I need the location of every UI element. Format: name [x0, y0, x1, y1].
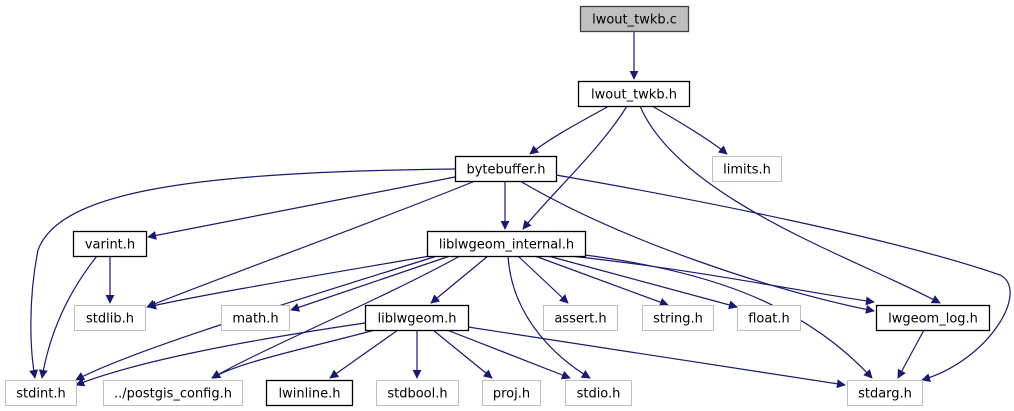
- node-box: [543, 305, 618, 331]
- edge-liblwgeom-internal-h-to-float-h: [547, 255, 738, 310]
- edge-liblwgeom-internal-h-to-string-h: [534, 255, 669, 307]
- edge-liblwgeom-internal-h-to-stdio-h: [507, 255, 591, 379]
- edge-liblwgeom-h-to-postgis-config-h: [211, 329, 376, 379]
- node-label: limits.h: [723, 163, 771, 178]
- edge-varint-h-to-stdint-h: [38, 255, 98, 379]
- node-box: [5, 380, 77, 406]
- node-stdlib-h: stdlib.h: [74, 305, 146, 331]
- node-box: [712, 156, 782, 182]
- node-lwout-twkb-c[interactable]: lwout_twkb.c: [579, 5, 690, 33]
- edge-lwout-twkb-h-to-limits-h: [651, 105, 728, 155]
- edges-layer: [29, 31, 1011, 389]
- node-label: varint.h: [85, 238, 135, 253]
- node-label: stdint.h: [16, 387, 65, 402]
- node-string-h: string.h: [642, 305, 714, 331]
- node-label: lwinline.h: [279, 387, 341, 402]
- node-float-h: float.h: [737, 305, 801, 331]
- node-label: ../postgis_config.h: [114, 387, 232, 402]
- edge-lwout-twkb-h-to-bytebuffer-h: [529, 105, 610, 155]
- node-box: [74, 305, 146, 331]
- edge-liblwgeom-internal-h-to-lwgeom-log-h: [569, 255, 875, 306]
- node-box: [426, 230, 587, 258]
- node-proj-h: proj.h: [482, 380, 541, 406]
- edge-liblwgeom-internal-h-to-stdlib-h: [147, 255, 431, 310]
- node-postgis-config-h: ../postgis_config.h: [103, 380, 243, 406]
- nodes-layer: lwout_twkb.c lwout_twkb.h bytebuffer.h limi…: [5, 5, 991, 407]
- node-label: liblwgeom.h: [378, 312, 457, 327]
- node-label: string.h: [653, 312, 703, 327]
- node-label: assert.h: [554, 312, 606, 327]
- edge-liblwgeom-h-to-stdarg-h: [467, 326, 846, 389]
- edge-liblwgeom-internal-h-to-stdarg-h: [584, 254, 873, 379]
- node-stdbool-h: stdbool.h: [376, 380, 459, 406]
- node-lwinline-h[interactable]: lwinline.h: [265, 379, 354, 407]
- node-lwgeom-log-h[interactable]: lwgeom_log.h: [875, 304, 991, 332]
- node-box: [364, 304, 470, 332]
- node-box: [565, 380, 632, 406]
- node-label: lwout_twkb.c: [592, 13, 677, 28]
- edge-liblwgeom-h-to-stdio-h: [446, 329, 571, 380]
- node-box: [103, 380, 243, 406]
- node-limits-h: limits.h: [712, 156, 782, 182]
- node-label: stdio.h: [577, 387, 621, 402]
- node-box: [376, 380, 459, 406]
- node-box: [642, 305, 714, 331]
- edge-liblwgeom-h-to-proj-h: [432, 329, 493, 379]
- edge-liblwgeom-h-to-stdint-h: [75, 322, 366, 387]
- node-math-h: math.h: [221, 305, 290, 331]
- node-label: math.h: [232, 312, 278, 327]
- node-box: [221, 305, 290, 331]
- edge-liblwgeom-h-to-lwinline-h: [329, 329, 399, 379]
- node-box: [737, 305, 801, 331]
- node-varint-h[interactable]: varint.h: [72, 230, 148, 258]
- node-label: stdlib.h: [86, 312, 134, 327]
- edge-lwout-twkb-h-to-lwgeom-log-h: [639, 105, 941, 304]
- node-label: liblwgeom_internal.h: [439, 238, 574, 253]
- node-box: [454, 155, 558, 183]
- edge-liblwgeom-internal-h-to-liblwgeom-h: [430, 255, 489, 304]
- node-label: float.h: [748, 312, 790, 327]
- node-liblwgeom-h[interactable]: liblwgeom.h: [364, 304, 470, 332]
- node-stdarg-h: stdarg.h: [847, 380, 923, 406]
- node-label: proj.h: [493, 387, 530, 402]
- edge-lwgeom-log-h-to-stdarg-h: [897, 329, 925, 379]
- node-box: [875, 304, 991, 332]
- node-box: [579, 5, 690, 33]
- node-assert-h: assert.h: [543, 305, 618, 331]
- node-label: lwgeom_log.h: [888, 312, 978, 327]
- node-box: [577, 80, 691, 108]
- edge-bytebuffer-h-to-stdint-h: [29, 168, 456, 379]
- edge-bytebuffer-h-to-lwgeom-log-h: [519, 180, 875, 314]
- node-lwout-twkb-h[interactable]: lwout_twkb.h: [577, 80, 691, 108]
- node-box: [265, 379, 354, 407]
- edge-bytebuffer-h-to-stdarg-h: [555, 174, 1011, 383]
- edge-liblwgeom-internal-h-to-assert-h: [517, 255, 569, 304]
- node-box: [847, 380, 923, 406]
- node-box: [482, 380, 541, 406]
- edge-liblwgeom-internal-h-to-postgis-config-h: [211, 255, 461, 379]
- node-stdint-h: stdint.h: [5, 380, 77, 406]
- node-label: lwout_twkb.h: [591, 88, 677, 103]
- edge-liblwgeom-internal-h-to-math-h: [290, 255, 451, 312]
- node-stdio-h: stdio.h: [565, 380, 632, 406]
- edge-bytebuffer-h-to-stdlib-h: [146, 180, 476, 309]
- node-liblwgeom-internal-h[interactable]: liblwgeom_internal.h: [426, 230, 587, 258]
- edge-bytebuffer-h-to-varint-h: [147, 176, 456, 240]
- node-label: stdbool.h: [387, 387, 447, 402]
- edge-lwout-twkb-h-to-liblwgeom-internal-h: [522, 105, 628, 230]
- node-box: [72, 230, 148, 258]
- node-bytebuffer-h[interactable]: bytebuffer.h: [454, 155, 558, 183]
- node-label: stdarg.h: [858, 387, 912, 402]
- node-label: bytebuffer.h: [466, 163, 545, 178]
